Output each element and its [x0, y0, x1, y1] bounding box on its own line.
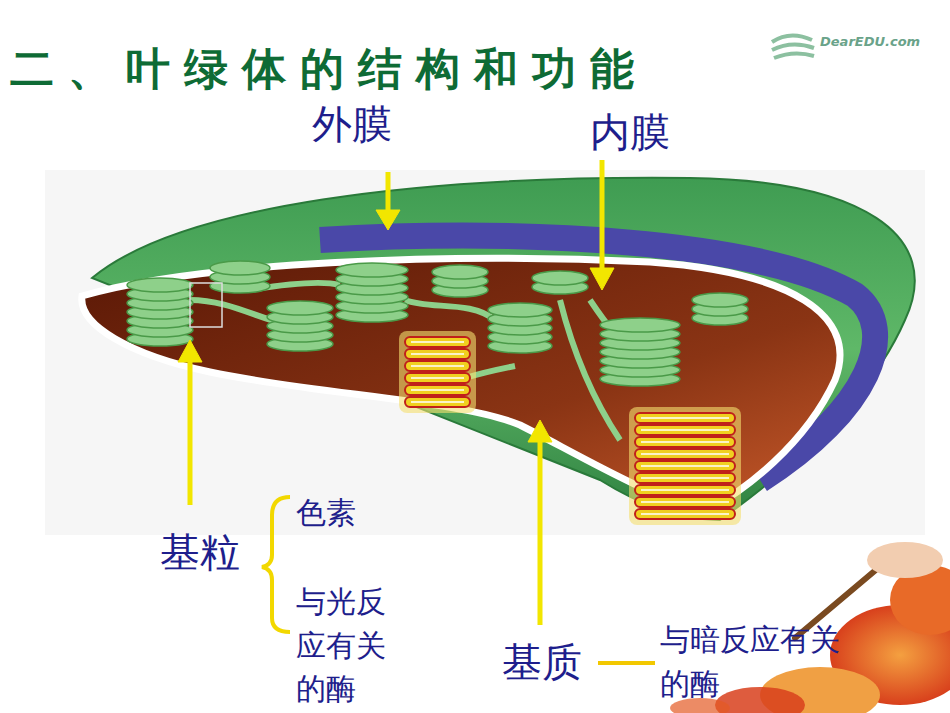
- component-label: 色素: [296, 495, 356, 531]
- thylakoid-section: [405, 337, 470, 347]
- thylakoid-lumen: [411, 341, 464, 343]
- grana-sections: [399, 331, 741, 525]
- thylakoid-section: [405, 373, 470, 383]
- thylakoid-section: [635, 425, 735, 435]
- thylakoid-lumen: [411, 389, 464, 391]
- thylakoid-section: [405, 397, 470, 407]
- logo-swoosh: [772, 44, 814, 50]
- thylakoid-connectors: [190, 283, 632, 440]
- arrow-line: [188, 360, 193, 505]
- part-label: 外膜: [312, 100, 392, 148]
- thylakoid-section: [635, 437, 735, 447]
- thylakoid-lumen: [641, 477, 729, 479]
- thylakoid-lumen: [411, 365, 464, 367]
- grana: [127, 261, 748, 386]
- thylakoid-lumen: [641, 417, 729, 419]
- thylakoid-lumen: [641, 429, 729, 431]
- thylakoid-disc: [532, 271, 588, 285]
- arrow-head: [590, 268, 614, 290]
- thylakoid-section: [635, 449, 735, 459]
- watermark-logo: [772, 35, 814, 58]
- component-label: 与暗反应有关 的酶: [660, 618, 865, 705]
- pointer-arrows: [178, 160, 614, 625]
- arrow-head: [178, 340, 202, 362]
- thylakoid-section: [635, 497, 735, 507]
- thylakoid-section: [405, 385, 470, 395]
- logo-swoosh: [772, 35, 812, 42]
- thylakoid-section: [405, 349, 470, 359]
- brace: [262, 497, 290, 632]
- arrow-line: [386, 172, 391, 212]
- stroma: [82, 258, 840, 512]
- thylakoid-disc: [210, 261, 270, 275]
- thylakoid-section: [405, 361, 470, 371]
- section-glow: [399, 331, 476, 413]
- thylakoid-lumen: [411, 377, 464, 379]
- arrow-line: [538, 440, 543, 625]
- thylakoid-lumen: [641, 453, 729, 455]
- thylakoid-disc: [267, 301, 333, 315]
- hand: [867, 542, 943, 578]
- section-glow: [629, 407, 741, 525]
- slide-title: 二、叶绿体的结构和功能: [10, 40, 648, 99]
- logo-swoosh: [774, 53, 814, 58]
- thylakoid-disc: [600, 318, 680, 332]
- thylakoid-disc: [127, 278, 193, 292]
- thylakoid-lumen: [641, 441, 729, 443]
- thylakoid-disc: [432, 265, 488, 279]
- component-label: 与光反 应有关 的酶: [296, 580, 396, 711]
- arrow-head: [528, 420, 552, 442]
- zoom-box: [190, 283, 222, 327]
- thylakoid-lumen: [641, 513, 729, 515]
- part-label: 基粒: [160, 528, 240, 576]
- thylakoid-section: [635, 473, 735, 483]
- thylakoid-section: [635, 413, 735, 423]
- photo-background: [45, 170, 925, 535]
- thylakoid-disc: [336, 263, 408, 277]
- thylakoid-lumen: [641, 501, 729, 503]
- thylakoid-disc: [692, 293, 748, 307]
- thylakoid-section: [635, 509, 735, 519]
- thylakoid-lumen: [641, 489, 729, 491]
- arrow-head: [376, 210, 400, 230]
- thylakoid-lumen: [411, 401, 464, 403]
- connector-line: [598, 661, 655, 665]
- part-label: 基质: [502, 638, 582, 686]
- part-label: 内膜: [590, 108, 670, 156]
- thylakoid-disc: [488, 303, 552, 317]
- thylakoid-lumen: [641, 465, 729, 467]
- thylakoid-lumen: [411, 353, 464, 355]
- thylakoid-section: [635, 485, 735, 495]
- watermark: DearEDU.com: [820, 34, 920, 50]
- lamella: [405, 300, 495, 320]
- arrow-line: [600, 160, 605, 270]
- thylakoid-section: [635, 461, 735, 471]
